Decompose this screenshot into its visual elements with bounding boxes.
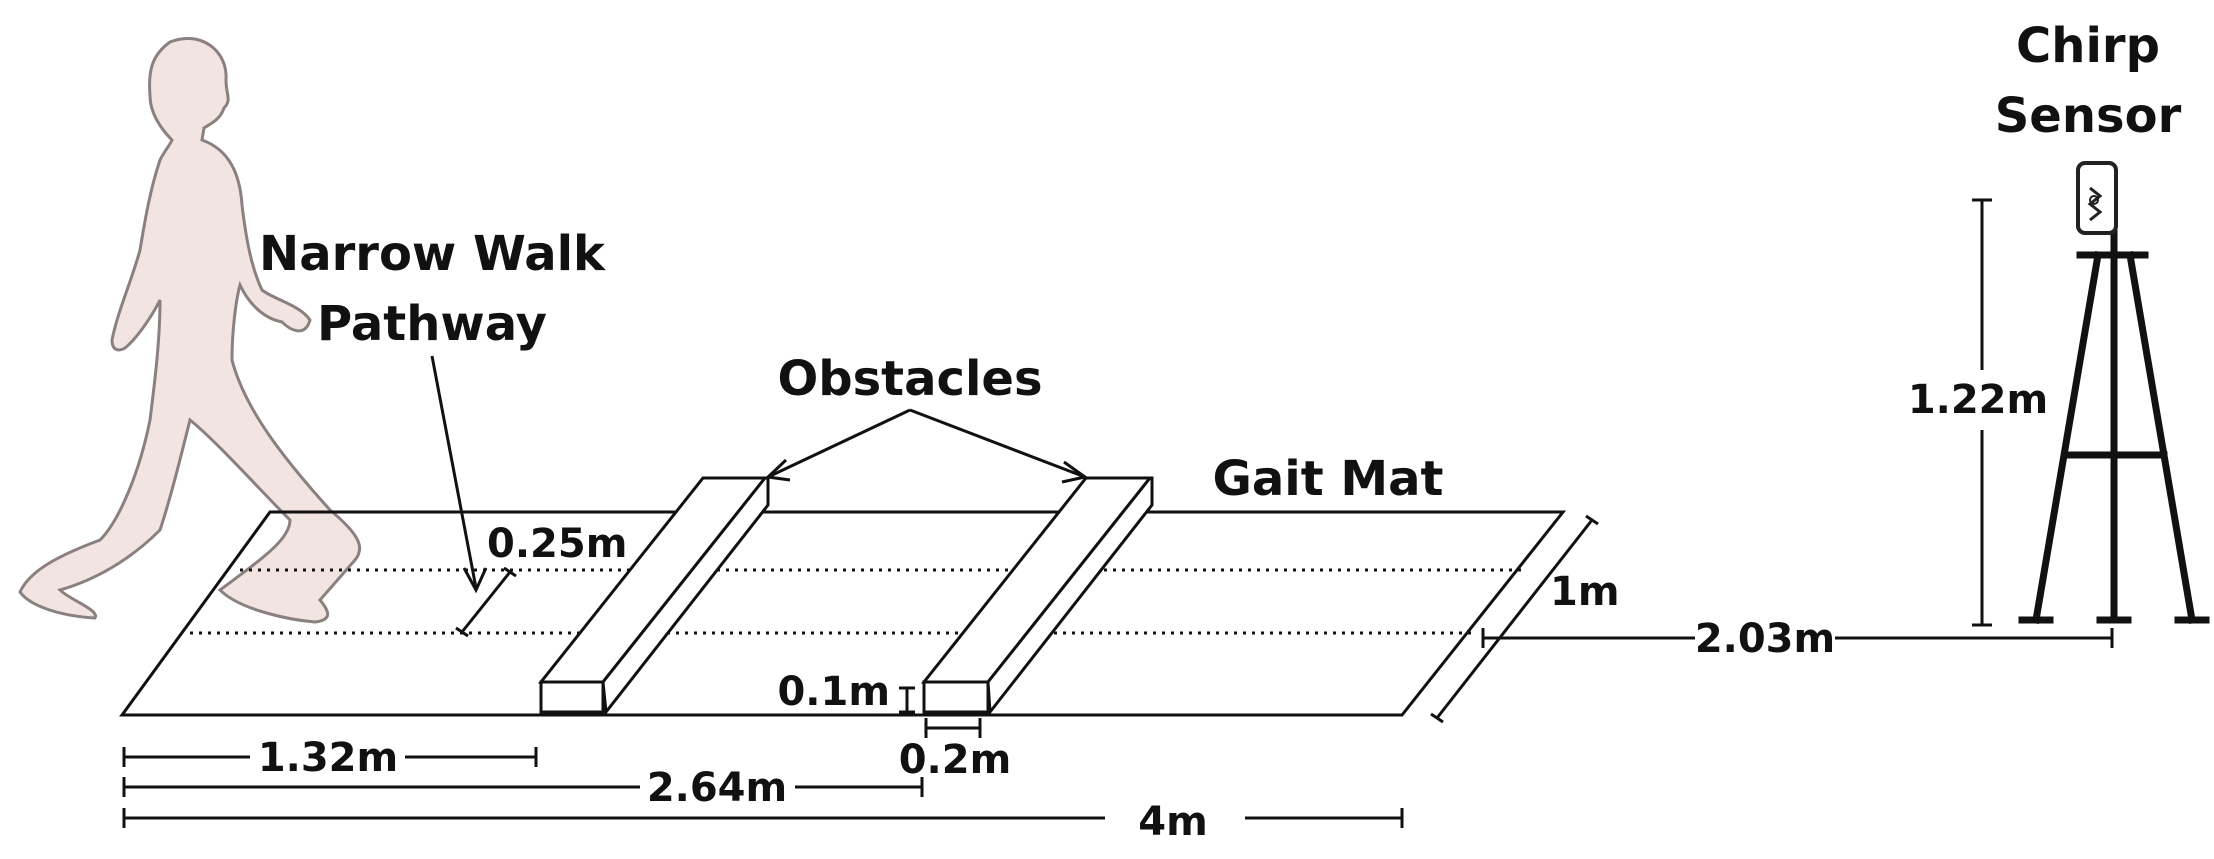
first-obstacle-label: 1.32m [258,735,398,781]
obstacle-2 [920,476,1154,717]
walking-person-icon [18,36,362,624]
first-obstacle-dimension [122,747,538,767]
mat-length-dimension [122,808,1404,828]
pathway-width-dimension [455,566,517,638]
obstacle-height-dimension [899,686,915,714]
obstacle-height-label: 0.1m [777,669,890,715]
radar-sensor-icon [2076,161,2118,235]
sensor-label-line2: Sensor [1995,88,2182,144]
second-obstacle-label: 2.64m [647,765,787,811]
obstacle-1 [537,476,770,716]
sensor-height-dimension [1972,198,1992,627]
obstacles-label: Obstacles [777,351,1042,407]
tripod-icon [2018,192,2210,625]
obstacles-arrows [764,408,1089,484]
second-obstacle-dimension [122,777,924,797]
mat-width-dimension [1430,514,1599,724]
mat-width-label: 1m [1550,569,1620,615]
sensor-distance-dimension [1481,628,2114,648]
sensor-distance-label: 2.03m [1695,616,1835,662]
narrow-walk-label-line1: Narrow Walk [259,226,606,282]
pathway-width-label: 0.25m [487,521,627,567]
narrow-walk-arrow [430,355,488,594]
obstacle-depth-dimension [924,718,982,738]
gait-mat-label: Gait Mat [1213,451,1444,507]
mat-length-label: 4m [1138,799,1208,845]
sensor-height-label: 1.22m [1908,377,2048,423]
obstacle-depth-label: 0.2m [899,737,1012,783]
narrow-walk-label-line2: Pathway [317,296,547,352]
sensor-label-line1: Chirp [2016,18,2160,74]
